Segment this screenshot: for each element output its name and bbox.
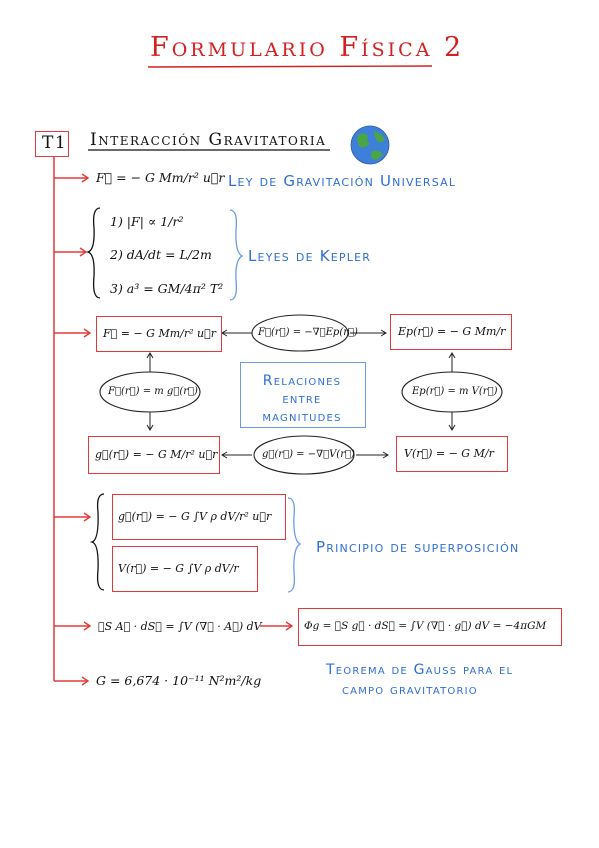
potential-formula: V(r⃗) = − G M/r bbox=[404, 447, 494, 460]
superposition-field-box bbox=[112, 494, 286, 540]
energy-potential-relation: Ep(r⃗) = m V(r⃗) bbox=[412, 386, 498, 397]
kepler-law-3: 3) a³ = GM/4π² T² bbox=[110, 281, 224, 296]
field-formula: g⃗(r⃗) = − G M/r² u⃗r bbox=[95, 448, 218, 461]
relations-label: Relaciones entre magnitudes bbox=[262, 373, 342, 425]
newton-label: Ley de Gravitación Universal bbox=[228, 172, 457, 190]
section-badge-box bbox=[35, 131, 69, 157]
newton-formula: F⃗ = − G Mm/r² u⃗r bbox=[96, 170, 225, 185]
energy-formula: Ep(r⃗) = − G Mm/r bbox=[398, 325, 506, 338]
relations-box bbox=[240, 362, 366, 428]
section-heading: Interacción Gravitatoria bbox=[90, 130, 327, 150]
section-badge: T1 bbox=[42, 133, 68, 153]
force-field-relation: F⃗(r⃗) = m g⃗(r⃗) bbox=[108, 386, 198, 397]
earth-icon bbox=[350, 125, 390, 165]
field-potential-relation: g⃗(r⃗) = −∇⃗V(r⃗) bbox=[262, 449, 355, 460]
kepler-law-2: 2) dA/dt = L/2m bbox=[110, 247, 212, 262]
superposition-field: g⃗(r⃗) = − G ∫V ρ dV/r² u⃗r bbox=[118, 510, 272, 523]
field-box bbox=[88, 436, 220, 474]
gauss-box bbox=[298, 608, 562, 646]
gauss-label-line-2: campo gravitatorio bbox=[342, 682, 478, 698]
energy-box bbox=[390, 314, 512, 350]
divergence-theorem: ∮S A⃗ · dS⃗ = ∫V (∇⃗ · A⃗) dV bbox=[98, 620, 262, 633]
force-potential-relation: F⃗(r⃗) = −∇⃗Ep(r⃗) bbox=[258, 327, 358, 338]
kepler-law-1: 1) |F| ∝ 1/r² bbox=[110, 214, 184, 229]
kepler-label: Leyes de Kepler bbox=[248, 247, 372, 265]
superposition-label: Principio de superposición bbox=[316, 538, 520, 556]
gauss-label-line-1: Teorema de Gauss para el bbox=[326, 662, 514, 678]
force-box bbox=[96, 316, 222, 352]
superposition-potential: V(r⃗) = − G ∫V ρ dV/r bbox=[118, 562, 239, 575]
page-title: Formulario Física 2 bbox=[150, 32, 465, 63]
gauss-formula: Φg = ∮S g⃗ · dS⃗ = ∫V (∇⃗ · g⃗) dV = −4π… bbox=[304, 620, 547, 632]
superposition-potential-box bbox=[112, 546, 258, 592]
potential-box bbox=[396, 436, 508, 472]
force-formula: F⃗ = − G Mm/r² u⃗r bbox=[103, 327, 216, 340]
gravitational-constant: G = 6,674 · 10⁻¹¹ N²m²/kg bbox=[96, 673, 262, 688]
